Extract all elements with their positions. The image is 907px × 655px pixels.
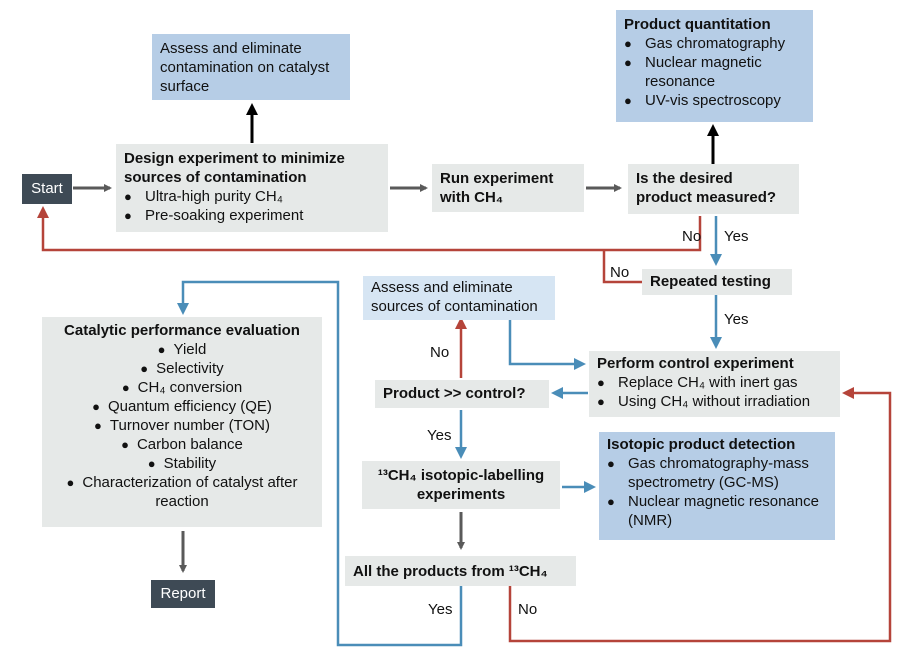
performance-evaluation-box: Catalytic performance evaluation Yield S… xyxy=(42,317,322,527)
performance-item: Quantum efficiency (QE) xyxy=(48,397,316,416)
design-experiment-box: Design experiment to minimize sources of… xyxy=(116,144,388,232)
report-node: Report xyxy=(151,580,215,608)
yes-label: Yes xyxy=(428,601,453,618)
isotope-detect-item: Gas chromatography-mass spectrometry (GC… xyxy=(607,454,827,492)
control-experiment-box: Perform control experiment Replace CH₄ w… xyxy=(589,351,840,417)
quant-item: UV-vis spectroscopy xyxy=(624,91,805,110)
performance-item: CH₄ conversion xyxy=(48,378,316,397)
desired-product-decision: Is the desired product measured? xyxy=(628,164,799,214)
quant-item: Gas chromatography xyxy=(624,34,805,53)
isotopic-detection-box: Isotopic product detection Gas chromatog… xyxy=(599,432,835,540)
performance-title: Catalytic performance evaluation xyxy=(64,322,300,339)
compare-text: Product >> control? xyxy=(383,385,526,402)
repeated-testing-box: Repeated testing xyxy=(642,269,792,295)
no-label: No xyxy=(430,344,450,361)
isotope-labelling-box: ¹³CH₄ isotopic-labelling experiments xyxy=(362,461,560,509)
yes-label: Yes xyxy=(724,311,749,328)
all-products-text: All the products from ¹³CH₄ xyxy=(353,563,548,580)
performance-item: Stability xyxy=(48,454,316,473)
all-products-decision: All the products from ¹³CH₄ xyxy=(345,556,576,586)
arrow-no-to-start xyxy=(37,206,702,252)
control-item: Using CH₄ without irradiation xyxy=(597,392,832,411)
report-label: Report xyxy=(160,585,206,602)
isotope-detect-item: Nuclear magnetic resonance (NMR) xyxy=(607,492,827,530)
line-repeat-no xyxy=(602,250,642,284)
control-title: Perform control experiment xyxy=(597,355,794,372)
assess-surface-box: Assess and eliminate contamination on ca… xyxy=(152,34,350,100)
assess-sources-box: Assess and eliminate sources of contamin… xyxy=(363,276,555,320)
start-node: Start xyxy=(22,174,72,204)
control-item: Replace CH₄ with inert gas xyxy=(597,373,832,392)
performance-item: Selectivity xyxy=(48,359,316,378)
design-item: Pre-soaking experiment xyxy=(124,206,380,225)
no-label: No xyxy=(518,601,538,618)
performance-item: Carbon balance xyxy=(48,435,316,454)
product-quantitation-box: Product quantitation Gas chromatography … xyxy=(616,10,813,122)
run-experiment-text: Run experiment with CH₄ xyxy=(440,170,554,206)
quant-item: Nuclear magnetic resonance xyxy=(624,53,805,91)
performance-item: Characterization of catalyst after react… xyxy=(48,473,316,511)
assess-surface-text: Assess and eliminate contamination on ca… xyxy=(160,40,330,95)
isotope-detect-title: Isotopic product detection xyxy=(607,436,796,453)
isotope-labelling-text: ¹³CH₄ isotopic-labelling experiments xyxy=(377,467,545,503)
performance-item: Yield xyxy=(48,340,316,359)
yes-label: Yes xyxy=(427,427,452,444)
product-vs-control-decision: Product >> control? xyxy=(375,380,549,408)
performance-item: Turnover number (TON) xyxy=(48,416,316,435)
assess-sources-text: Assess and eliminate sources of contamin… xyxy=(371,279,538,315)
design-title: Design experiment to minimize sources of… xyxy=(124,150,345,186)
arrow-allproducts-yes xyxy=(177,280,463,647)
quant-title: Product quantitation xyxy=(624,16,771,33)
arrow-assess-to-control xyxy=(508,320,586,370)
start-label: Start xyxy=(31,180,63,197)
no-label: No xyxy=(610,264,630,281)
design-item: Ultra-high purity CH₄ xyxy=(124,187,380,206)
repeated-testing-text: Repeated testing xyxy=(650,273,771,290)
yes-label: Yes xyxy=(724,228,749,245)
arrow-allproducts-no xyxy=(508,387,892,643)
no-label: No xyxy=(682,228,702,245)
desired-product-text: Is the desired product measured? xyxy=(636,170,777,206)
run-experiment-box: Run experiment with CH₄ xyxy=(432,164,584,212)
